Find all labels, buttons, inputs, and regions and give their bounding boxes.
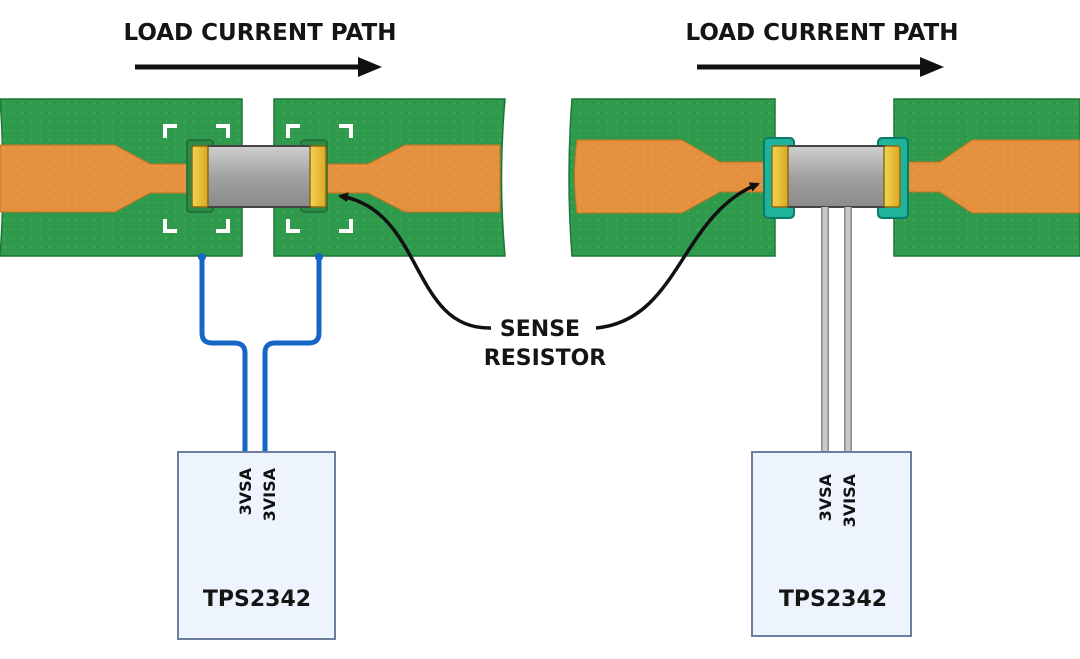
right-panel: LOAD CURRENT PATH 3VSA 3VISA <box>568 20 1080 637</box>
callout-label-line-2: RESISTOR <box>484 346 607 371</box>
right-sense-traces <box>821 207 852 466</box>
right-pin-label-3vsa: 3VSA <box>816 473 835 521</box>
right-ic-block <box>751 451 912 637</box>
left-ic-block <box>177 451 336 640</box>
left-kelvin-bracket-b <box>286 124 353 233</box>
left-kelvin-sense-traces <box>199 256 322 462</box>
left-pin-label-3vsa: 3VSA <box>236 467 255 515</box>
left-load-current-path-label: LOAD CURRENT PATH <box>123 20 396 46</box>
left-pin-label-3visa: 3VISA <box>260 467 279 521</box>
callout-arrow-right <box>595 182 760 330</box>
left-ic-name: TPS2342 <box>203 587 311 612</box>
sense-resistor-callout: SENSE RESISTOR <box>338 182 760 371</box>
right-copper-trace-b <box>899 139 1080 214</box>
right-ic-name: TPS2342 <box>779 587 887 612</box>
right-current-direction-arrow-icon <box>697 57 944 77</box>
callout-arrow-left <box>338 192 492 330</box>
left-sense-via-a <box>198 253 206 261</box>
right-sense-resistor <box>771 145 901 208</box>
right-load-current-path-label: LOAD CURRENT PATH <box>685 20 958 46</box>
left-current-direction-arrow-icon <box>135 57 382 77</box>
callout-label-line-1: SENSE <box>500 317 580 342</box>
left-sense-resistor <box>191 145 327 208</box>
left-panel: LOAD CURRENT PATH <box>0 20 506 640</box>
right-pin-label-3visa: 3VISA <box>840 473 859 527</box>
left-sense-via-b <box>315 253 323 261</box>
left-kelvin-bracket-a <box>163 124 230 233</box>
